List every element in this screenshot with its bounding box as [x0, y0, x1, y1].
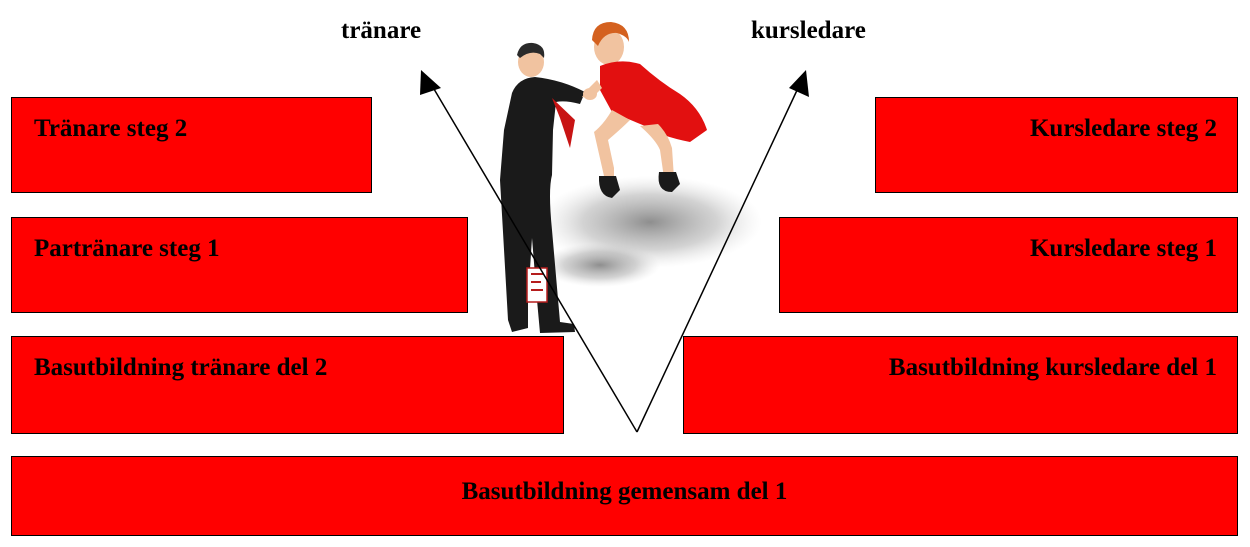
box-label: Kursledare steg 2 — [1029, 115, 1217, 142]
male-dancer-figure — [500, 42, 597, 333]
dancing-couple-image — [500, 22, 762, 333]
course-leader-path-label: kursledare — [751, 17, 866, 44]
female-dancer-figure — [582, 22, 707, 198]
trainer-path-label: tränare — [341, 17, 422, 44]
box-kursledare-steg-2: Kursledare steg 2 — [875, 97, 1238, 193]
box-label: Tränare steg 2 — [34, 115, 188, 142]
box-label: Basutbildning kursledare del 1 — [888, 354, 1217, 381]
box-partranare-steg-1: Partränare steg 1 — [11, 217, 468, 313]
box-kursledare-steg-1: Kursledare steg 1 — [779, 217, 1238, 313]
box-basutbildning-kursledare-del-1: Basutbildning kursledare del 1 — [683, 336, 1238, 434]
box-label: Partränare steg 1 — [34, 235, 220, 262]
box-label: Basutbildning tränare del 2 — [34, 354, 328, 381]
box-tranare-steg-2: Tränare steg 2 — [11, 97, 372, 193]
box-label: Basutbildning gemensam del 1 — [461, 478, 788, 505]
box-label: Kursledare steg 1 — [1029, 235, 1217, 262]
box-basutbildning-tranare-del-2: Basutbildning tränare del 2 — [11, 336, 564, 434]
box-basutbildning-gemensam-del-1: Basutbildning gemensam del 1 — [11, 456, 1238, 536]
